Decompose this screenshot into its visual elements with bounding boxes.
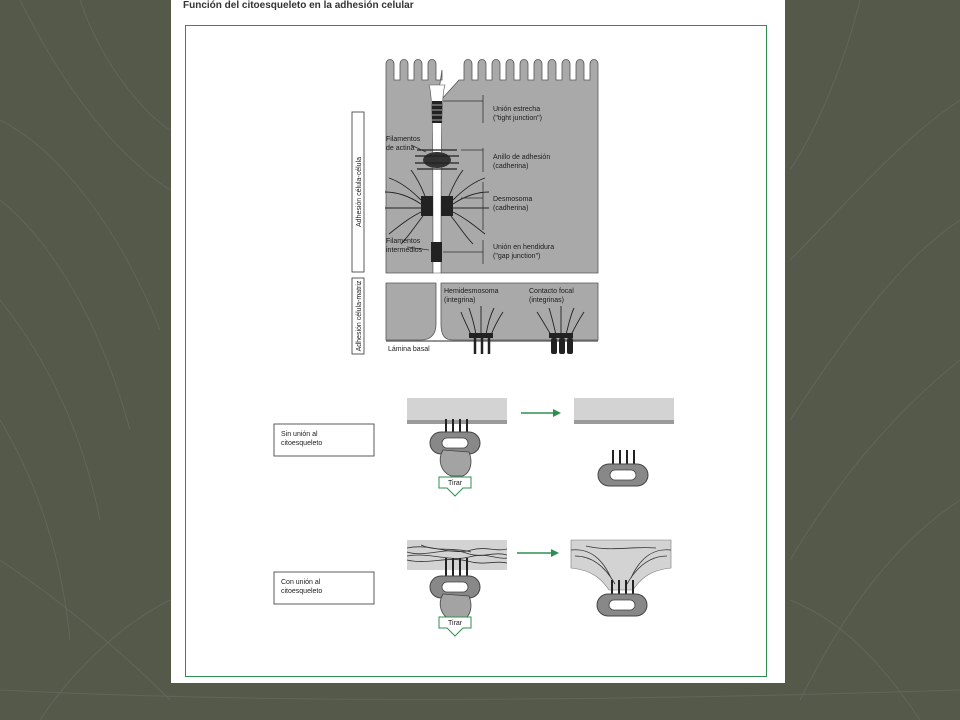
without-after-illustration xyxy=(574,398,674,487)
with-cytoskeleton-sublabel: citoesqueleto xyxy=(281,588,322,595)
adhesion-belt-label: Anillo de adhesión xyxy=(493,154,550,161)
result-arrow-1 xyxy=(521,409,561,417)
result-arrow-2 xyxy=(517,549,559,557)
hemidesmosome xyxy=(460,306,504,354)
cell-cell-label: Adhesión célula-célula xyxy=(356,157,363,227)
cell-matrix-label: Adhesión célula-matriz xyxy=(356,280,363,351)
figure-title: Función del citoesqueleto en la adhesión… xyxy=(183,0,414,11)
focal-contact xyxy=(536,306,585,354)
epithelium-illustration xyxy=(384,59,599,354)
with-before-illustration: Tirar xyxy=(406,540,508,637)
cell-matrix-label-box xyxy=(351,277,365,355)
without-cytoskeleton-sublabel: citoesqueleto xyxy=(281,440,322,447)
focal-contact-label: Contacto focal xyxy=(529,288,574,295)
left-cell xyxy=(385,59,443,274)
intercellular-space xyxy=(428,84,446,274)
without-cytoskeleton-label: Sin unión al xyxy=(281,431,318,438)
without-before-illustration: Tirar xyxy=(407,398,507,497)
adhesion-belt xyxy=(415,149,459,170)
with-cytoskeleton-label: Con unión al xyxy=(281,579,321,586)
actin-sublabel: de actina xyxy=(386,145,415,152)
without-cytoskeleton-box xyxy=(273,423,375,457)
hemidesmosome-label: Hemidesmosoma xyxy=(444,288,499,295)
hemidesmosome-sublabel: (integrina) xyxy=(444,297,476,304)
gap-junction-sublabel: ("gap junction") xyxy=(493,253,540,260)
slide: Función del citoesqueleto en la adhesión… xyxy=(171,0,785,683)
pull-label-1: Tirar xyxy=(448,480,463,487)
desmosome-sublabel: (cadherina) xyxy=(493,205,528,212)
basal-lamina-label: Lámina basal xyxy=(388,346,430,353)
actin-label: Filamentos xyxy=(386,136,421,143)
lower-left-cell xyxy=(385,282,437,341)
figure-frame xyxy=(185,25,767,677)
cell-cell-label-box xyxy=(351,111,365,273)
right-cell xyxy=(440,59,599,274)
tight-junction-label: Unión estrecha xyxy=(493,106,540,113)
gap-junction xyxy=(431,242,442,262)
lower-right-cell xyxy=(440,282,599,341)
adhesion-belt-sublabel: (cadherina) xyxy=(493,163,528,170)
with-after-illustration xyxy=(570,539,672,617)
with-cytoskeleton-box xyxy=(273,571,375,605)
figure-diagram: Adhesión célula-célula Adhesión célula-m… xyxy=(273,59,674,637)
tight-junction-sublabel: ("tight junction") xyxy=(493,115,542,122)
label-brackets xyxy=(406,95,484,264)
desmosome xyxy=(384,169,490,245)
intermediate-filaments-label: Filamentos xyxy=(386,238,421,245)
intermediate-filaments-sublabel: intermedios xyxy=(386,247,423,254)
pull-label-2: Tirar xyxy=(448,620,463,627)
focal-contact-sublabel: (integrinas) xyxy=(529,297,564,304)
desmosome-label: Desmosoma xyxy=(493,196,532,203)
gap-junction-label: Unión en hendidura xyxy=(493,244,554,251)
tight-junction xyxy=(432,101,442,123)
